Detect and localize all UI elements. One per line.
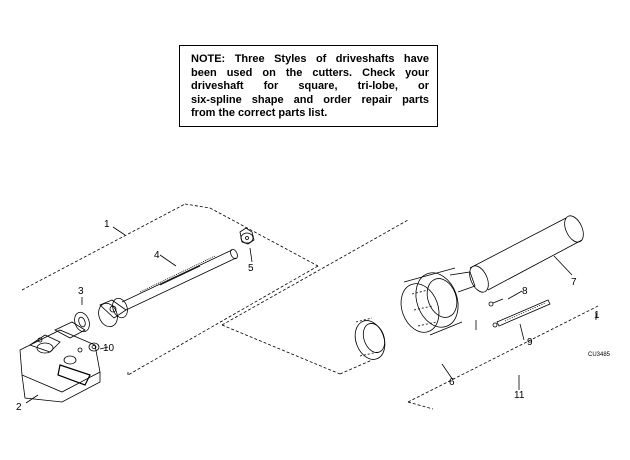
left-assembly-outline: [21, 203, 319, 376]
callout-8: 8: [522, 286, 528, 297]
callout-6: 6: [449, 377, 455, 388]
outer-tube: [469, 215, 584, 293]
callout-5: 5: [248, 263, 254, 274]
callout-10: 10: [103, 343, 115, 354]
yoke-assembly: [19, 321, 101, 403]
note-line-1: NOTE: Three Styles of driveshafts have: [191, 53, 429, 65]
u-joint: [98, 297, 128, 328]
callout-2: 2: [16, 402, 22, 413]
shield-bearing: [354, 317, 386, 360]
note-line-5: from the correct parts list.: [191, 107, 328, 119]
callout-3: 3: [78, 286, 84, 297]
bolt: [488, 298, 551, 328]
callout-9: 9: [527, 337, 533, 348]
callout-1: 1: [104, 219, 110, 230]
note-box: NOTE: Three Styles of driveshafts have b…: [179, 45, 438, 127]
driveshaft-tube: [121, 248, 238, 311]
grease-fitting: [239, 227, 255, 245]
note-lead: NOTE:: [191, 53, 226, 65]
note-line-3: driveshaft for square, tri-lobe, or: [191, 80, 429, 92]
callout-7: 7: [571, 277, 577, 288]
callout-1b: 1: [594, 310, 600, 321]
coupler-ring: [74, 311, 90, 333]
callout-labels: 1 2 3 4 5 6 7 8 9 10 11 1 CU3485: [16, 219, 611, 413]
bearing-cup: [88, 342, 100, 352]
shield-cone: [400, 267, 476, 336]
figure-code: CU3485: [588, 352, 611, 358]
leader-lines: [25, 226, 597, 404]
right-assembly-outline: [221, 219, 601, 410]
callout-4: 4: [154, 250, 160, 261]
callout-11: 11: [514, 390, 525, 401]
note-line-2: been used on the cutters. Check your: [191, 66, 429, 79]
note-line-4: six-spline shape and order repair parts: [191, 93, 429, 106]
